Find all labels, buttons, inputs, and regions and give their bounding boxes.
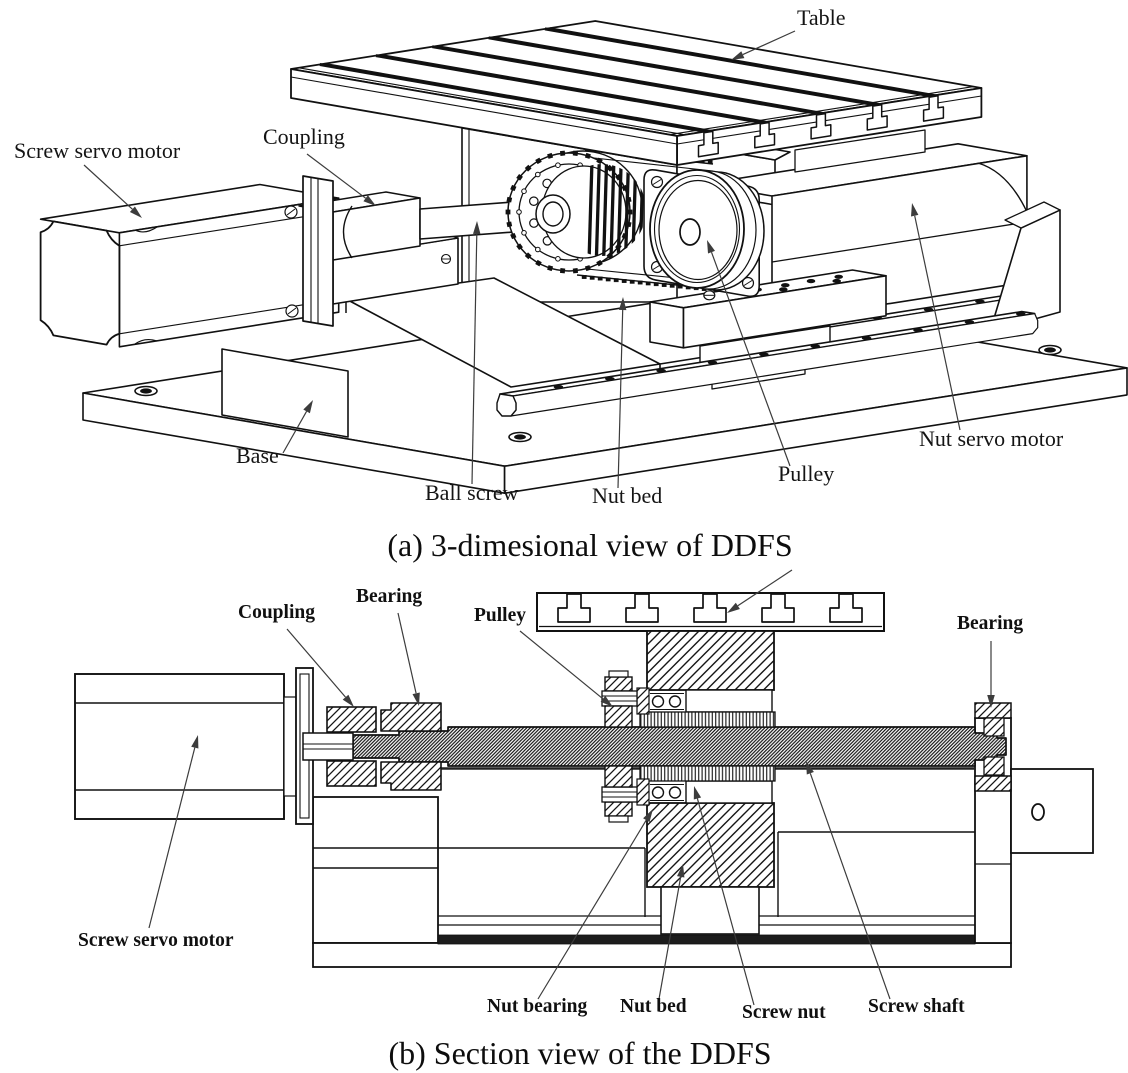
pulley-leader-b — [519, 630, 613, 707]
bearing-left-leader — [397, 612, 420, 706]
label-coupling-b: Coupling — [238, 602, 315, 623]
coupling-leader-a — [306, 153, 376, 206]
label-ball-screw: Ball screw — [425, 480, 519, 505]
table-section-leader — [727, 569, 793, 613]
leader-arrows — [83, 30, 995, 1006]
screw-servo-leader-a — [83, 164, 142, 218]
pulley-leader-a — [707, 240, 791, 467]
table-leader — [731, 30, 796, 60]
label-screw-nut: Screw nut — [742, 1002, 826, 1023]
label-coupling-a: Coupling — [263, 124, 345, 149]
label-nut-bearing: Nut bearing — [487, 996, 587, 1017]
label-bearing-left: Bearing — [356, 586, 422, 607]
nut-bed-leader-b — [658, 864, 685, 1000]
figure-b-drawing — [74, 592, 1094, 968]
caption-figure-b: (b) Section view of the DDFS — [388, 1035, 771, 1071]
label-screw-shaft: Screw shaft — [868, 996, 965, 1017]
bearing-right-leader — [987, 641, 995, 708]
label-bearing-right: Bearing — [957, 613, 1023, 634]
label-nut-bed-b: Nut bed — [620, 996, 687, 1017]
label-screw-servo-a: Screw servo motor — [14, 138, 181, 163]
label-pulley-a: Pulley — [778, 461, 834, 486]
base-leader — [282, 400, 313, 454]
coupling-leader-b — [286, 628, 354, 707]
screw-nut-leader — [693, 786, 755, 1006]
figure-a-drawing — [39, 20, 1128, 495]
label-table-a: Table — [797, 5, 846, 30]
label-nut-servo: Nut servo motor — [919, 426, 1064, 451]
label-nut-bed-a: Nut bed — [592, 483, 662, 508]
label-pulley-b: Pulley — [474, 605, 526, 626]
nut-bearing-leader — [537, 809, 653, 1000]
label-screw-servo-b: Screw servo motor — [78, 930, 234, 951]
nut-servo-leader — [911, 203, 961, 431]
screw-servo-leader-b — [148, 735, 199, 929]
nut-bed-leader-a — [617, 297, 627, 489]
ball-screw-leader — [471, 221, 481, 485]
caption-figure-a: (a) 3-dimesional view of DDFS — [387, 527, 792, 563]
label-base: Base — [236, 443, 279, 468]
screw-shaft-leader — [806, 761, 891, 1000]
